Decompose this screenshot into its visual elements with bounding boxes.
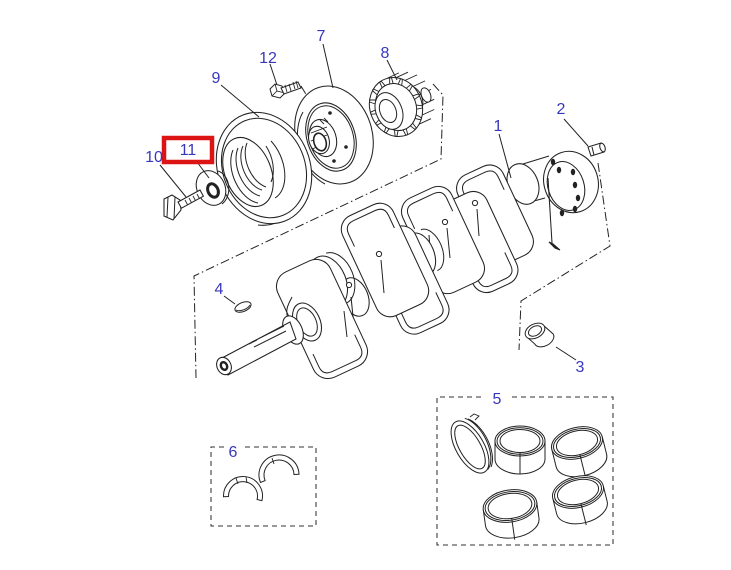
svg-text:8: 8 xyxy=(381,45,390,62)
svg-text:11: 11 xyxy=(180,142,197,159)
svg-text:2: 2 xyxy=(557,101,566,118)
svg-text:7: 7 xyxy=(317,28,326,45)
svg-text:12: 12 xyxy=(259,50,277,67)
svg-text:3: 3 xyxy=(576,359,585,376)
svg-text:6: 6 xyxy=(229,444,238,461)
svg-text:5: 5 xyxy=(493,391,502,408)
svg-text:9: 9 xyxy=(212,70,221,87)
svg-text:10: 10 xyxy=(145,149,163,166)
svg-text:1: 1 xyxy=(494,118,503,135)
svg-text:4: 4 xyxy=(215,281,224,298)
